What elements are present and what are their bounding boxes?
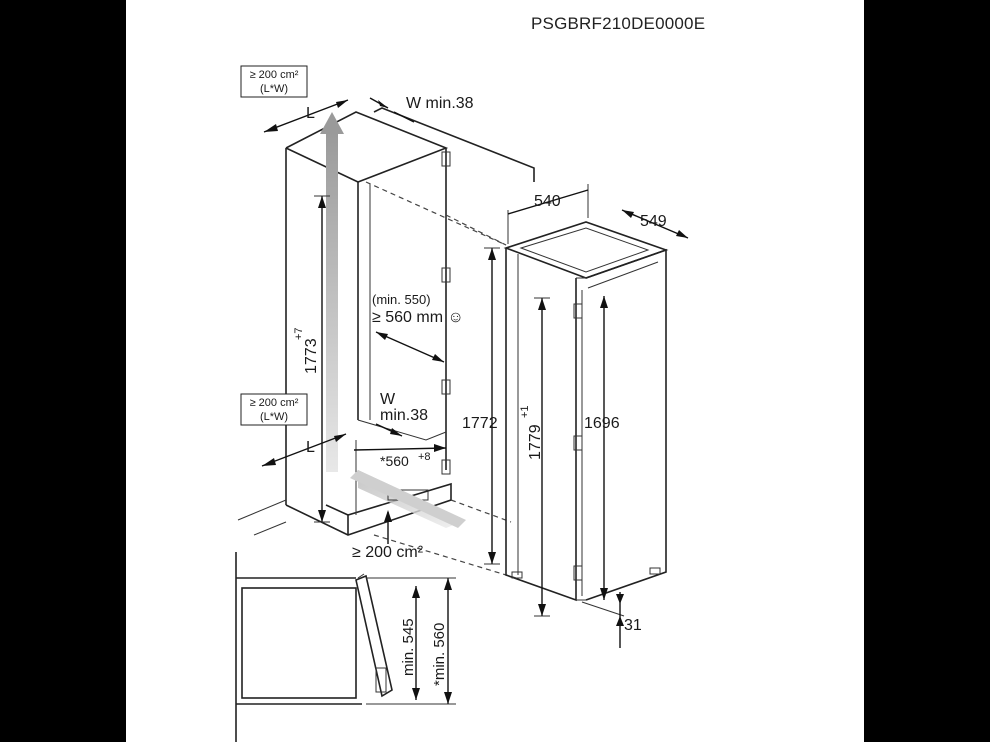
svg-text:+8: +8: [418, 451, 431, 463]
svg-text:(L*W): (L*W): [260, 83, 288, 95]
airflow-arrow: [320, 112, 466, 528]
vent-label-top: ≥ 200 cm² (L*W): [240, 65, 308, 98]
dim-niche-width: *560 +8: [353, 444, 447, 469]
detail-view: [235, 552, 393, 742]
svg-text:31: 31: [624, 617, 642, 634]
plinth-vent: ≥ 200 cm²: [352, 510, 424, 561]
dim-side-height: 1772: [462, 247, 500, 565]
svg-text:(L*W): (L*W): [260, 411, 288, 423]
svg-text:≥ 200 cm²: ≥ 200 cm²: [352, 544, 424, 561]
svg-text:1772: 1772: [462, 415, 498, 432]
dim-W-top: W min.38: [369, 95, 474, 123]
dim-door-height: 1696: [584, 296, 620, 600]
dim-total-height: 1779 +1: [519, 297, 550, 617]
dim-detail-560: *min. 560: [366, 577, 456, 705]
svg-text:1779: 1779: [527, 424, 544, 460]
svg-text:1696: 1696: [584, 415, 620, 432]
dim-W-bottom: W min.38: [375, 391, 428, 437]
svg-text:min. 545: min. 545: [400, 618, 417, 676]
depth-label: (min. 550) ≥ 560 mm ☺: [372, 292, 464, 363]
svg-text:*560: *560: [380, 453, 409, 469]
dim-appliance-depth: 540: [507, 184, 589, 244]
svg-text:L: L: [306, 439, 315, 456]
model-code: PSGBRF210DE0000E: [531, 14, 706, 33]
svg-text:540: 540: [534, 193, 561, 210]
dim-appliance-width: 549: [621, 209, 689, 239]
svg-text:+7: +7: [293, 327, 305, 340]
svg-text:(min. 550): (min. 550): [372, 292, 431, 307]
svg-text:*min. 560: *min. 560: [431, 623, 448, 686]
svg-text:min.38: min.38: [380, 407, 428, 424]
vent-label-bottom: ≥ 200 cm² (L*W): [240, 393, 308, 426]
dim-niche-height: 1773 +7: [293, 195, 330, 523]
svg-text:L: L: [306, 105, 315, 122]
svg-text:≥ 560 mm ☺: ≥ 560 mm ☺: [372, 309, 464, 326]
appliance: [503, 221, 669, 602]
svg-text:549: 549: [640, 213, 667, 230]
dim-bottom-gap: 31: [581, 592, 642, 648]
svg-text:≥ 200 cm²: ≥ 200 cm²: [250, 397, 299, 409]
dim-L-top: L: [263, 99, 349, 133]
dim-L-bottom: L: [261, 433, 347, 467]
drawing-sheet: PSGBRF210DE0000E: [126, 0, 864, 742]
svg-text:≥ 200 cm²: ≥ 200 cm²: [250, 69, 299, 81]
svg-text:+1: +1: [519, 405, 531, 418]
svg-text:1773: 1773: [303, 338, 320, 374]
installation-diagram: ≥ 200 cm² (L*W) L W min.38 1773 +7: [235, 65, 689, 742]
dim-detail-545: min. 545: [400, 586, 420, 700]
projection-lines: [365, 181, 517, 579]
svg-text:W: W: [380, 391, 396, 408]
svg-text:W min.38: W min.38: [406, 95, 474, 112]
